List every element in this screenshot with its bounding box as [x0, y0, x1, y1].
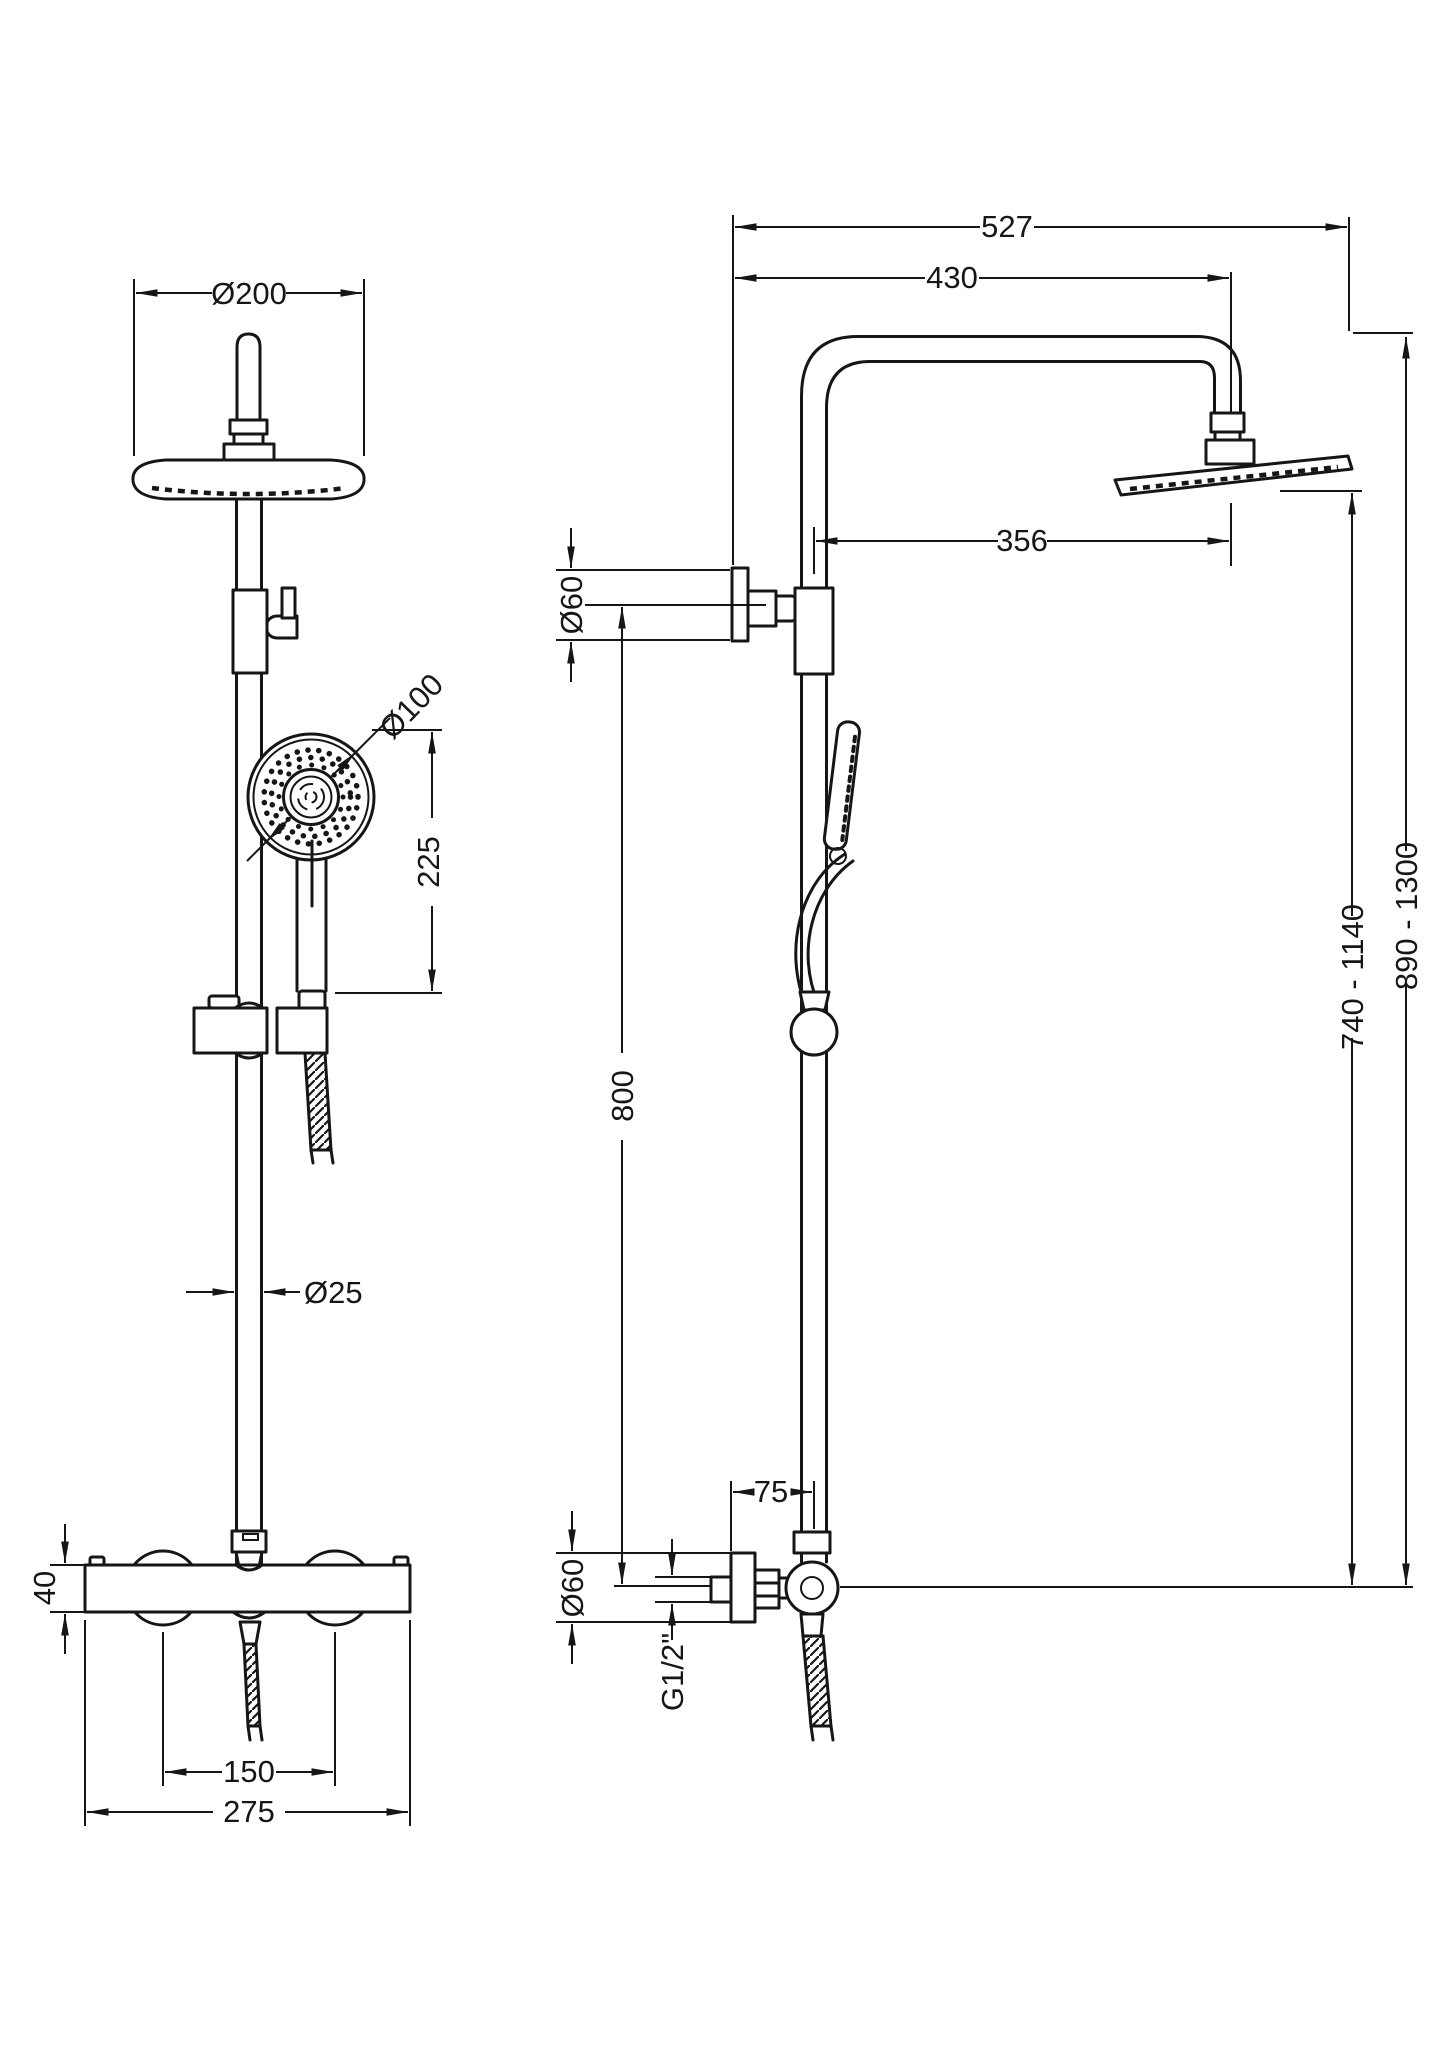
clamp-body	[231, 588, 269, 675]
top-bracket-arm	[746, 589, 778, 628]
handset-centre-ring	[289, 775, 333, 819]
diverter-outlet-hole	[800, 1576, 824, 1600]
handset-holder-front	[192, 994, 335, 1165]
valve-tab-right	[392, 1555, 410, 1567]
dim-label-handset-height-range: 740 - 1140	[1335, 904, 1370, 1050]
thermostatic-valve-front	[83, 1529, 412, 1742]
front-view: Ø200	[27, 276, 450, 1829]
lever-stub	[280, 586, 297, 620]
dim-label-overall-projection: 527	[981, 209, 1033, 244]
valve-outlet-hose	[242, 1642, 262, 1728]
dim-label-valve-height: 40	[27, 1571, 62, 1605]
dim-head-offset: 356	[813, 503, 1232, 574]
dim-top-bracket-diameter: Ø60	[554, 528, 730, 682]
dim-label-bottom-bracket-diameter: Ø60	[555, 1559, 590, 1618]
dim-label-wall-to-riser: 75	[754, 1474, 788, 1509]
valve-outlet-cone	[238, 1620, 262, 1646]
dim-overall-height-range: 890 - 1300	[1353, 332, 1424, 1586]
dim-riser-length: 800	[585, 604, 766, 1587]
dim-bottom-bracket-diameter: Ø60	[555, 1511, 731, 1664]
head-slab-nozzles	[1129, 464, 1339, 492]
dim-label-overall-height-range: 890 - 1300	[1389, 842, 1424, 990]
handset-centre-arcs	[297, 783, 325, 811]
inlet-stub	[709, 1575, 733, 1604]
dim-label-head-offset: 356	[996, 523, 1048, 558]
dim-label-handset-diameter: Ø100	[372, 667, 450, 746]
handset-hose-stub	[303, 1051, 333, 1152]
side-view: 527 430 Ø60	[554, 209, 1424, 1742]
dim-label-arm-projection: 430	[926, 260, 978, 295]
holder-ball-joint	[789, 1007, 839, 1057]
dim-inlet-thread: G1/2"	[655, 1539, 711, 1711]
handset-cap	[297, 989, 327, 1011]
riser-and-arm	[800, 335, 1242, 1564]
dim-handset-height-range: 740 - 1140	[1280, 490, 1370, 1586]
dim-label-riser-length: 800	[605, 1070, 640, 1122]
dim-inlet-centres: 150	[162, 1632, 336, 1789]
diverter-body	[784, 1560, 840, 1616]
handset-dot-ring-2	[268, 754, 354, 840]
hand-shower-front	[246, 732, 376, 1011]
thermostatic-valve-side	[709, 1530, 1413, 1742]
holder-ring-side	[798, 990, 831, 1012]
hose-side	[801, 1634, 833, 1728]
dim-rail-diameter: Ø25	[186, 1275, 363, 1310]
riser-sleeve	[793, 586, 835, 676]
holder-tab	[207, 994, 241, 1010]
valve-collar-side	[792, 1530, 832, 1555]
slider-clamp	[231, 586, 299, 675]
dim-overall-projection: 527	[732, 209, 1350, 565]
rain-head-collar	[228, 418, 269, 436]
dim-valve-height: 40	[27, 1524, 92, 1654]
rain-head-base	[222, 442, 276, 463]
top-wall-bracket	[730, 566, 835, 676]
rain-head-disc	[131, 458, 366, 501]
dim-label-top-bracket-diameter: Ø60	[554, 576, 589, 635]
rain-head-nozzles	[151, 485, 347, 497]
dim-label-handset-length: 225	[411, 836, 446, 888]
valve-body-bar	[83, 1563, 412, 1614]
rain-head-front	[131, 332, 366, 501]
dim-label-inlet-centres: 150	[223, 1754, 275, 1789]
handset-centre-hub	[304, 790, 318, 804]
dim-valve-width: 275	[84, 1620, 411, 1829]
valve-hex-nut	[753, 1568, 781, 1610]
rain-head-side	[1113, 411, 1354, 497]
handset-dot-ring-3	[276, 762, 346, 832]
dim-arm-projection: 430	[734, 260, 1232, 412]
head-swivel	[1209, 411, 1246, 434]
dim-head-diameter: Ø200	[133, 276, 365, 456]
handset-centre-cap	[282, 768, 340, 826]
dim-label-rail-diameter: Ø25	[304, 1275, 363, 1310]
handset-hang-loop	[829, 847, 847, 865]
dim-wall-to-riser: 75	[730, 1474, 815, 1551]
dim-label-inlet-thread: G1/2"	[655, 1633, 690, 1711]
dim-label-head-diameter: Ø200	[211, 276, 287, 311]
dim-handset-length: 225	[335, 729, 446, 994]
head-mount-block	[1204, 438, 1256, 466]
valve-tab-left	[88, 1555, 106, 1567]
holder-right-block	[275, 1006, 329, 1055]
bottom-bracket-plate	[729, 1551, 757, 1624]
hand-shower-side	[789, 720, 862, 1057]
rain-head-stem	[235, 332, 262, 422]
hose-cone-side	[799, 1612, 825, 1638]
dim-label-valve-width: 275	[223, 1794, 275, 1829]
holder-left-block	[192, 1006, 269, 1055]
